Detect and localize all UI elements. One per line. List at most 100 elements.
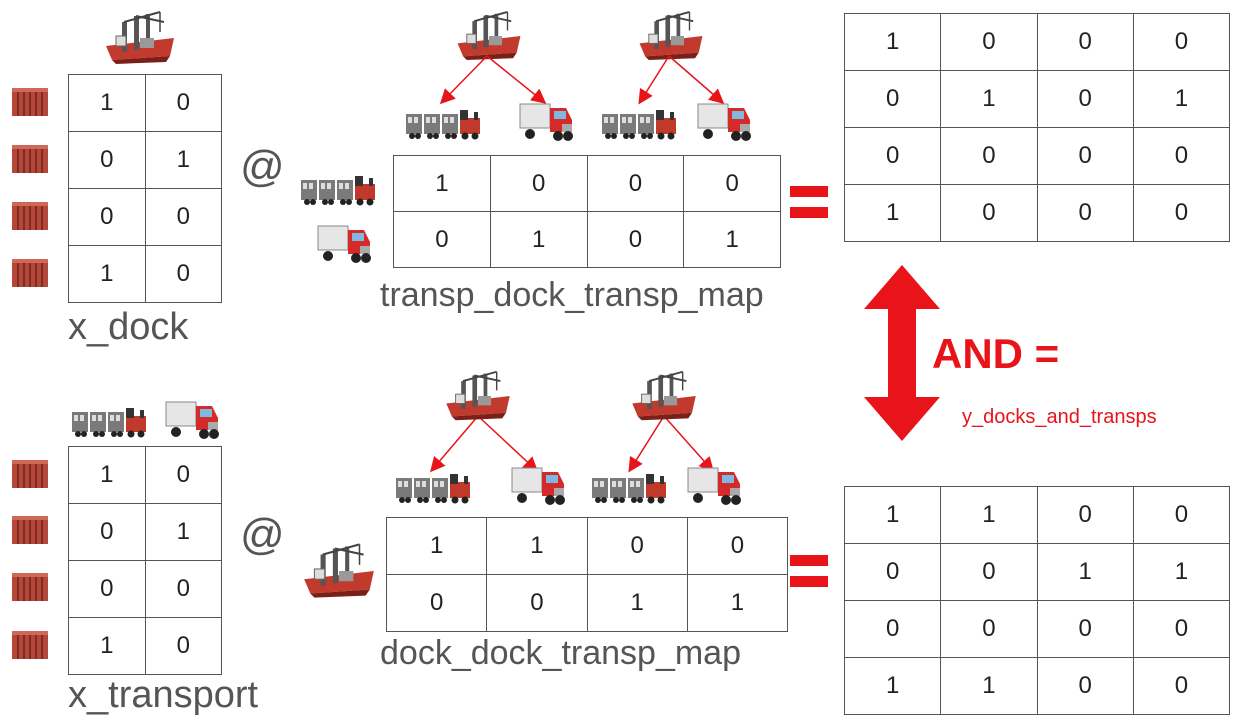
- matrix-row: 1 1 0 0: [385, 517, 789, 575]
- matrix-cell: 1: [489, 211, 588, 268]
- result-bottom-matrix: 1 1 0 0 0 0 1 1 0 0 0 0 1 1 0 0: [843, 486, 1231, 715]
- train-icon: [394, 468, 474, 508]
- and-label: AND =: [932, 330, 1060, 377]
- matrix-cell: 0: [385, 574, 488, 632]
- matrix-cell: 0: [144, 74, 222, 132]
- y-docks-and-transps-label: y_docks_and_transps: [962, 406, 1157, 428]
- train-icon: [298, 170, 380, 210]
- matrix-cell: 1: [68, 245, 146, 303]
- crane-ship-icon: [626, 368, 702, 424]
- x-dock-matrix: 1 0 0 1 0 0 1 0: [68, 74, 222, 303]
- train-icon: [404, 104, 484, 144]
- matrix-cell: 1: [586, 574, 688, 632]
- matrix-cell: 0: [1036, 184, 1134, 242]
- matrix-row: 1 0: [68, 245, 222, 303]
- matrix-cell: 0: [1132, 127, 1231, 185]
- matrix-row: 0 1: [68, 131, 222, 189]
- matrix-cell: 0: [1036, 657, 1134, 715]
- x-dock-label: x_dock: [68, 306, 189, 348]
- matrix-cell: 0: [843, 600, 942, 658]
- matrix-cell: 0: [586, 517, 688, 575]
- matrix-cell: 1: [683, 211, 781, 268]
- matmul-operator: @: [240, 142, 285, 191]
- matrix-cell: 1: [393, 155, 491, 212]
- result-top-matrix: 1 0 0 0 0 1 0 1 0 0 0 0 1 0 0 0: [843, 13, 1231, 242]
- crane-ship-icon: [440, 368, 516, 424]
- dock-dock-transp-map-matrix: 1 1 0 0 0 0 1 1: [385, 517, 789, 632]
- matrix-cell: 0: [1132, 184, 1231, 242]
- matrix-cell: 1: [68, 74, 146, 132]
- matrix-cell: 0: [144, 560, 222, 618]
- matrix-cell: 0: [683, 155, 781, 212]
- matrix-row: 0 0 0 0: [843, 600, 1231, 658]
- matrix-row: 0 1: [68, 503, 222, 561]
- matrix-cell: 1: [68, 617, 146, 675]
- matrix-row: 1 0: [68, 617, 222, 675]
- matrix-cell: 0: [843, 543, 942, 601]
- crane-ship-icon: [298, 540, 380, 602]
- matrix-row: 0 1 0 1: [843, 70, 1231, 128]
- double-arrow-icon: [864, 265, 940, 441]
- x-transport-matrix: 1 0 0 1 0 0 1 0: [68, 446, 222, 675]
- matrix-cell: 0: [1132, 486, 1231, 544]
- transp-dock-transp-map-matrix: 1 0 0 0 0 1 0 1: [393, 155, 781, 268]
- matrix-cell: 1: [385, 517, 488, 575]
- matrix-cell: 1: [144, 131, 222, 189]
- matrix-row: 0 0: [68, 188, 222, 246]
- dock-dock-transp-map-label: dock_dock_transp_map: [380, 634, 742, 672]
- matrix-cell: 0: [1036, 600, 1134, 658]
- matrix-row: 0 1 0 1: [393, 211, 781, 268]
- train-icon: [600, 104, 680, 144]
- container-icon: [10, 569, 50, 605]
- matrix-cell: 1: [486, 517, 588, 575]
- container-icon: [10, 627, 50, 663]
- matrix-cell: 0: [940, 13, 1038, 71]
- matrix-cell: 0: [393, 211, 491, 268]
- matrix-cell: 1: [843, 657, 942, 715]
- matrix-cell: 1: [843, 13, 942, 71]
- matrix-cell: 0: [1036, 486, 1134, 544]
- truck-icon: [518, 96, 574, 144]
- matrix-cell: 1: [686, 574, 789, 632]
- matrix-row: 1 1 0 0: [843, 657, 1231, 715]
- matrix-cell: 0: [1132, 13, 1231, 71]
- matrix-cell: 1: [1132, 543, 1231, 601]
- container-icon: [10, 456, 50, 492]
- matrix-cell: 0: [843, 70, 942, 128]
- matmul-operator: @: [240, 510, 285, 559]
- matrix-row: 1 0 0 0: [393, 155, 781, 212]
- matrix-cell: 1: [1036, 543, 1134, 601]
- train-icon: [68, 402, 152, 442]
- matrix-row: 0 0 1 1: [843, 543, 1231, 601]
- matrix-row: 1 0: [68, 74, 222, 132]
- matrix-cell: 0: [940, 600, 1038, 658]
- matrix-cell: 0: [940, 543, 1038, 601]
- matrix-cell: 0: [144, 245, 222, 303]
- matrix-cell: 0: [144, 446, 222, 504]
- truck-icon: [686, 460, 742, 508]
- matrix-cell: 0: [486, 574, 588, 632]
- matrix-row: 1 1 0 0: [843, 486, 1231, 544]
- matrix-row: 1 0: [68, 446, 222, 504]
- matrix-row: 1 0 0 0: [843, 184, 1231, 242]
- x-transport-label: x_transport: [68, 674, 259, 716]
- matrix-cell: 1: [843, 184, 942, 242]
- matrix-cell: 1: [1132, 70, 1231, 128]
- matrix-cell: 0: [843, 127, 942, 185]
- matrix-cell: 0: [586, 211, 685, 268]
- matrix-cell: 1: [940, 657, 1038, 715]
- truck-icon: [164, 394, 220, 442]
- matrix-cell: 0: [940, 184, 1038, 242]
- matrix-row: 1 0 0 0: [843, 13, 1231, 71]
- train-icon: [590, 468, 670, 508]
- matrix-row: 0 0: [68, 560, 222, 618]
- matrix-row: 0 0 0 0: [843, 127, 1231, 185]
- container-icon: [10, 512, 50, 548]
- matrix-cell: 0: [1036, 127, 1134, 185]
- matrix-cell: 0: [68, 560, 146, 618]
- matrix-cell: 0: [144, 617, 222, 675]
- matrix-cell: 0: [1132, 657, 1231, 715]
- equals-sign: [790, 186, 828, 218]
- matrix-cell: 0: [144, 188, 222, 246]
